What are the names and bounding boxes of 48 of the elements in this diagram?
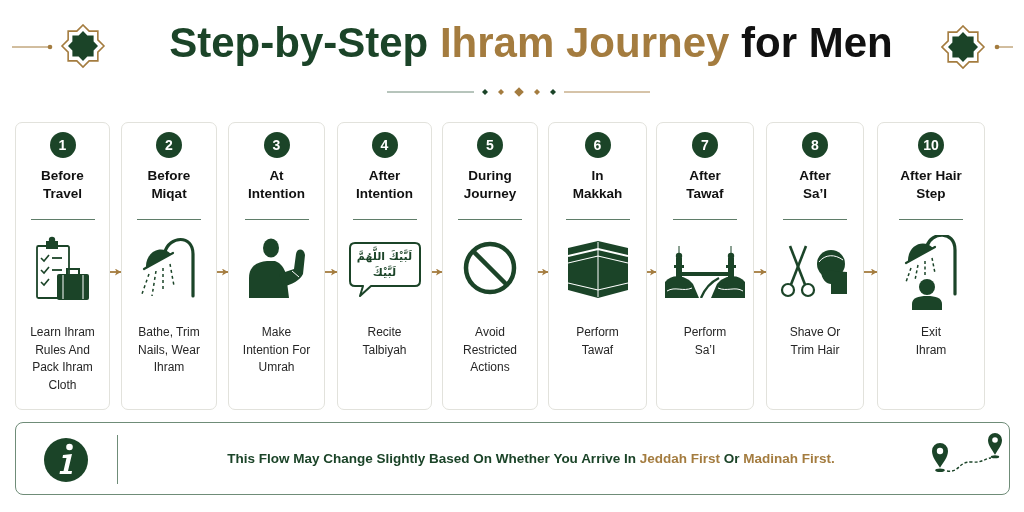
step-description: Recite Talbiyah — [361, 324, 408, 359]
step-card — [656, 122, 754, 410]
step-heading: After Tawaf — [685, 167, 725, 203]
step-number: 2 — [156, 132, 182, 158]
step-description: Make Intention For Umrah — [241, 324, 312, 376]
arrow — [324, 268, 338, 276]
step-description: Shave Or Trim Hair — [788, 324, 842, 359]
step-description: Perform Tawaf — [575, 324, 620, 359]
arrow — [109, 268, 122, 276]
step-card — [228, 122, 325, 410]
step-card — [877, 122, 985, 410]
step-number: 5 — [477, 132, 503, 158]
step-card — [442, 122, 538, 410]
step-card — [15, 122, 110, 410]
step-heading: Before Travel — [40, 167, 85, 203]
step-heading: After Sa’I — [798, 167, 832, 203]
step-heading: After Hair Step — [899, 167, 963, 203]
step-description: Avoid Restricted Actions — [462, 324, 518, 376]
arrow — [646, 268, 657, 276]
step-card — [548, 122, 647, 410]
speech-bubble: لَبَّيْكَ اللَّهُمَّ لَبَّيْكَ — [348, 242, 421, 297]
step-number: 8 — [802, 132, 828, 158]
step-card — [766, 122, 864, 410]
step-description: Exit Ihram — [914, 324, 948, 359]
step-number: 1 — [49, 132, 76, 158]
arrow — [753, 268, 767, 276]
arrow — [537, 268, 549, 276]
step-card — [337, 122, 432, 410]
title: Step-by-Step Ihram Journey for Men — [169, 19, 893, 67]
step-card — [121, 122, 217, 410]
arrow — [216, 268, 229, 276]
step-heading: Before Miqat — [146, 167, 192, 203]
info-banner — [15, 422, 1010, 495]
arrow — [863, 268, 878, 276]
step-description: Bathe, Trim Nails, Wear Ihram — [137, 324, 201, 376]
step-number: 4 — [371, 132, 398, 158]
step-number: 10 — [918, 132, 944, 158]
step-description: Learn Ihram Rules And Pack Ihram Cloth — [29, 324, 96, 394]
step-heading: During Journey — [462, 167, 518, 203]
step-heading: After Intention — [355, 167, 414, 203]
step-number: 7 — [692, 132, 718, 158]
step-number: 6 — [584, 132, 611, 158]
step-number: 3 — [263, 132, 290, 158]
step-heading: At Intention — [247, 167, 306, 203]
step-description: Perform Sa’I — [682, 324, 728, 359]
arrow — [431, 268, 443, 276]
info-text: This Flow May Change Slightly Based On Whether You Arrive In Jeddah First Or Madinah First. — [226, 450, 836, 468]
step-heading: In Makkah — [571, 167, 624, 203]
